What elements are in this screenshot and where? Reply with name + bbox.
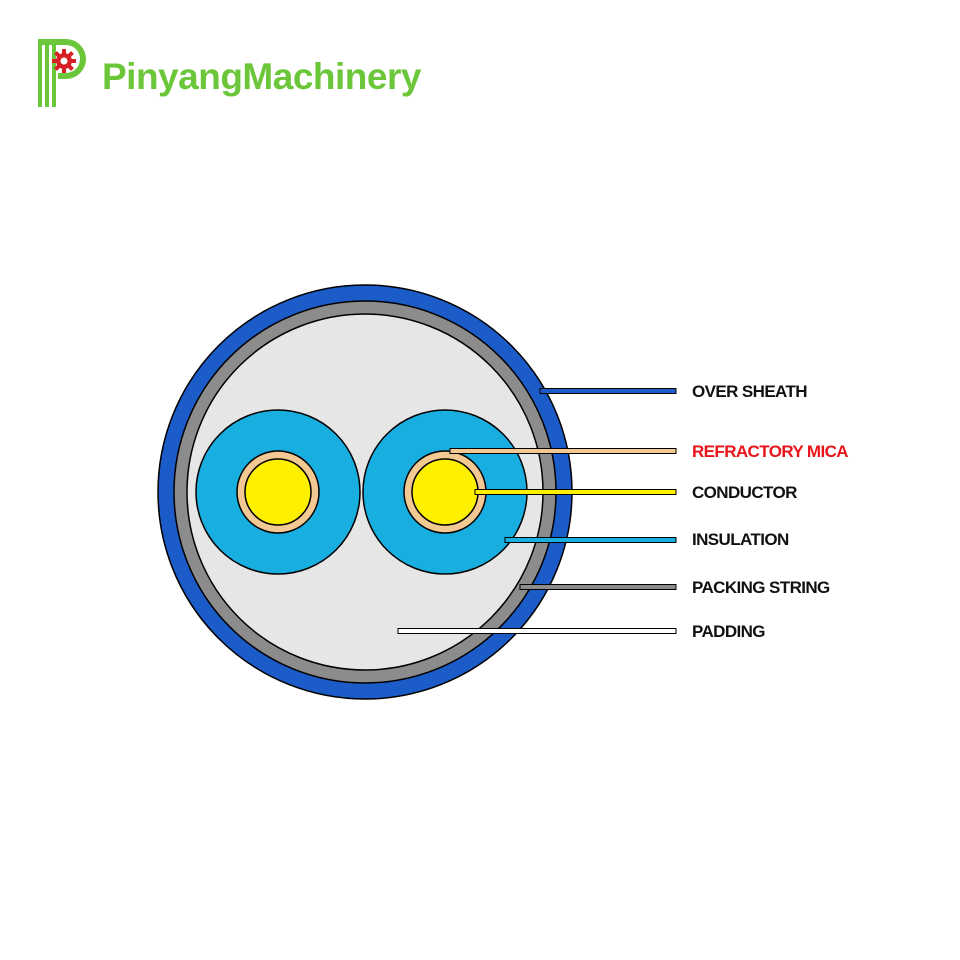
leader-insulation (504, 537, 677, 543)
brand-name: PinyangMachinery (102, 55, 421, 97)
label-refractory-mica: REFRACTORY MICA (692, 442, 848, 461)
label-over-sheath: OVER SHEATH (692, 382, 807, 401)
layer-labels: OVER SHEATH REFRACTORY MICA CONDUCTOR IN… (692, 382, 849, 641)
leader-over-sheath (539, 388, 677, 394)
leader-conductor (474, 489, 677, 495)
leader-packing-string (519, 584, 677, 590)
label-insulation: INSULATION (692, 530, 789, 549)
conductor-left (244, 458, 312, 526)
leader-padding (397, 628, 677, 634)
label-packing-string: PACKING STRING (692, 578, 830, 597)
brand: PinyangMachinery (36, 36, 421, 110)
brand-logo-icon (38, 39, 86, 107)
leader-refractory-mica (449, 448, 677, 454)
leader-lines (397, 388, 677, 634)
label-conductor: CONDUCTOR (692, 483, 797, 502)
label-padding: PADDING (692, 622, 765, 641)
conductor-right (411, 458, 479, 526)
core-left (195, 409, 361, 575)
